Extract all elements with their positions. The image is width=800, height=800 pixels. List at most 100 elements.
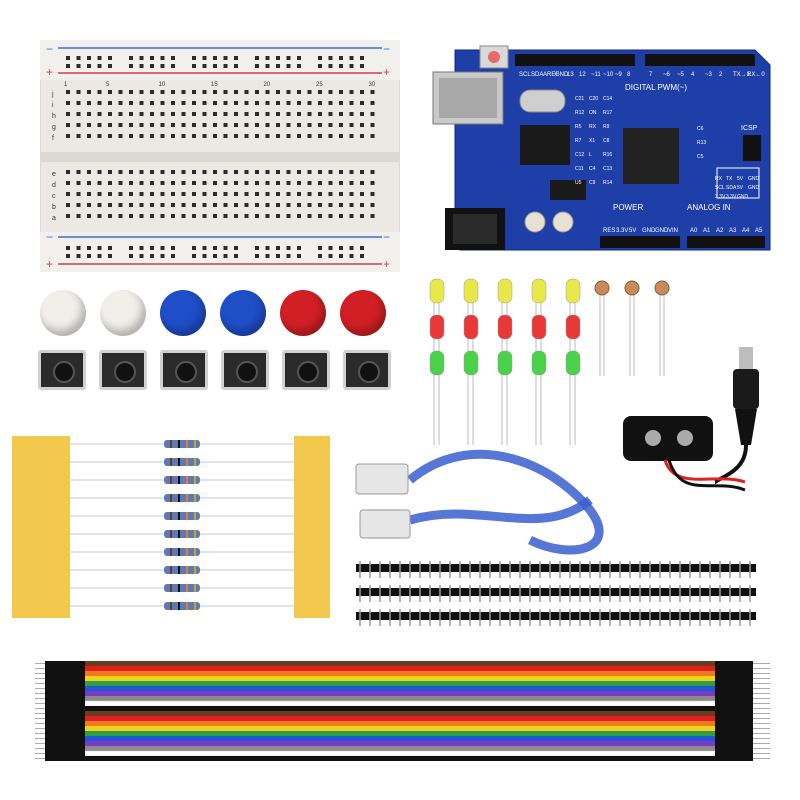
breadboard-hole [139, 123, 144, 127]
breadboard-hole [349, 181, 354, 185]
rail-hole [265, 254, 270, 258]
breadboard-hole [223, 112, 228, 116]
breadboard-hole [255, 112, 259, 116]
breadboard-hole [265, 90, 270, 94]
breadboard-hole [349, 123, 354, 127]
breadboard-hole [66, 112, 70, 116]
analog-pin-label: A5 [755, 228, 763, 234]
breadboard-hole [108, 203, 112, 207]
breadboard-hole [276, 101, 280, 105]
rail-hole [265, 56, 270, 60]
led [565, 278, 581, 304]
breadboard-hole [370, 214, 375, 218]
breadboard-hole [160, 214, 165, 218]
breadboard-hole [339, 90, 343, 94]
breadboard-hole [66, 214, 70, 218]
breadboard-hole [360, 170, 364, 174]
led [497, 314, 513, 340]
rail-hole [192, 64, 196, 68]
breadboard-hole [118, 181, 123, 185]
rail-hole [223, 246, 228, 250]
resistor [164, 530, 200, 538]
header-label: GND [748, 185, 760, 191]
rail-hole [202, 64, 207, 68]
rail-hole [318, 254, 322, 258]
rail-hole [234, 56, 238, 60]
breadboard-hole [297, 90, 301, 94]
breadboard-hole [171, 203, 175, 207]
rail-hole [213, 56, 217, 60]
rail-hole [76, 246, 81, 250]
breadboard-hole [108, 170, 112, 174]
breadboard-hole [118, 101, 123, 105]
breadboard-hole [66, 123, 70, 127]
rail-hole [276, 56, 280, 60]
breadboard-hole [328, 90, 333, 94]
header-label: GND [748, 176, 760, 182]
led [531, 314, 547, 340]
rail-hole [328, 254, 333, 258]
breadboard-hole [213, 134, 217, 138]
breadboard-hole [244, 170, 249, 174]
breadboard-hole [318, 101, 322, 105]
jumper-wire [84, 700, 716, 707]
breadboard-hole [234, 192, 238, 196]
breadboard-hole [76, 123, 81, 127]
breadboard-hole [118, 214, 123, 218]
breadboard-hole [181, 90, 186, 94]
breadboard-hole [139, 181, 144, 185]
breadboard-hole [160, 170, 165, 174]
breadboard-hole [139, 134, 144, 138]
breadboard-hole [139, 192, 144, 196]
button-caps-row [40, 290, 400, 340]
breadboard-hole [213, 112, 217, 116]
row-letter: g [52, 124, 56, 131]
breadboard-hole [297, 181, 301, 185]
component-label: C13 [603, 166, 612, 172]
breadboard-hole [108, 90, 112, 94]
rail-hole [297, 254, 301, 258]
board-pin-label: 12 [579, 72, 586, 78]
breadboard-hole [297, 170, 301, 174]
breadboard-hole [213, 90, 217, 94]
component-label: R16 [603, 152, 612, 158]
breadboard-hole [286, 214, 291, 218]
resistor [164, 476, 200, 484]
rail-hole [360, 246, 364, 250]
analog-pin-label: A0 [690, 228, 698, 234]
row-letter: j [51, 91, 54, 98]
breadboard-hole [108, 214, 112, 218]
breadboard-hole [97, 170, 102, 174]
breadboard-hole [150, 192, 154, 196]
breadboard-hole [276, 123, 280, 127]
component-label: R12 [575, 110, 584, 116]
breadboard-hole [223, 214, 228, 218]
rail-hole [276, 246, 280, 250]
breadboard-hole [318, 112, 322, 116]
breadboard-hole [297, 134, 301, 138]
breadboard-hole [370, 181, 375, 185]
rail-hole [171, 246, 175, 250]
column-number: 20 [264, 82, 271, 88]
breadboard-hole [234, 170, 238, 174]
breadboard-hole [370, 170, 375, 174]
photoresistor-group [594, 280, 670, 376]
breadboard-hole [108, 181, 112, 185]
button-cap-white [40, 290, 86, 336]
jumper-wire [85, 681, 715, 686]
breadboard-hole [139, 170, 144, 174]
component-label: R9 [603, 124, 610, 130]
breadboard-hole [160, 134, 165, 138]
breadboard-hole [129, 203, 133, 207]
breadboard-hole [213, 123, 217, 127]
photoresistor [654, 280, 670, 296]
breadboard-hole [139, 90, 144, 94]
breadboard-hole [255, 214, 259, 218]
breadboard-hole [192, 101, 196, 105]
tactile-switch [221, 350, 269, 390]
rail-hole [129, 254, 133, 258]
rail-hole [255, 246, 259, 250]
rail-hole [192, 56, 196, 60]
rail-hole [223, 56, 228, 60]
breadboard-hole [76, 192, 81, 196]
